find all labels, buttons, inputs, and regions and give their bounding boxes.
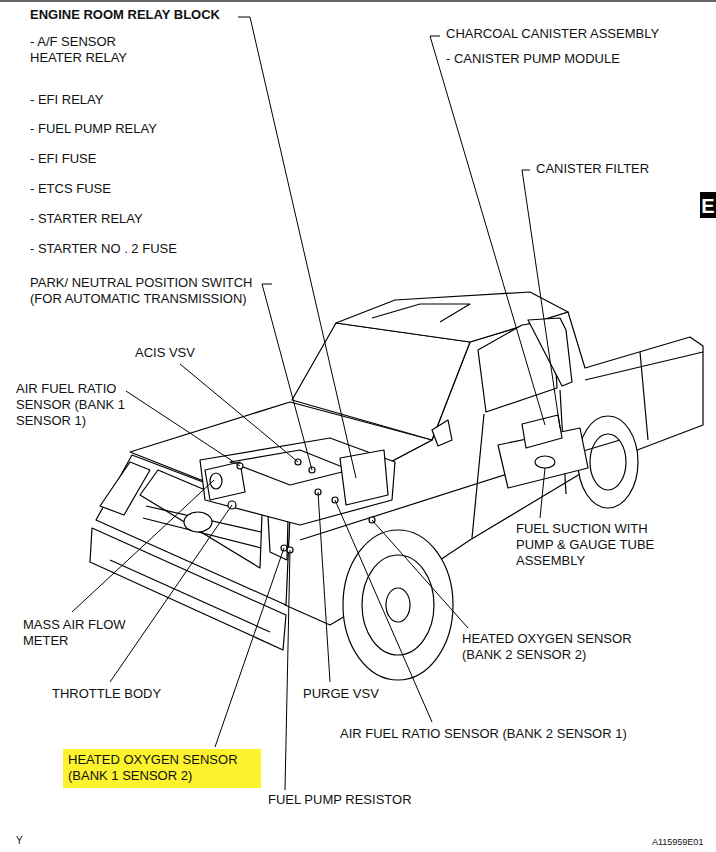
part-label: MASS AIR FLOW METER: [23, 617, 148, 649]
component-item: - EFI FUSE: [30, 151, 96, 167]
section-tab: E: [700, 192, 716, 218]
part-label: PURGE VSV: [303, 686, 379, 702]
part-label: AIR FUEL RATIO SENSOR (BANK 2 SENSOR 1): [340, 726, 627, 742]
part-label: FUEL SUCTION WITH PUMP & GAUGE TUBE ASSE…: [516, 521, 666, 569]
component-item: - CANISTER PUMP MODULE: [446, 51, 620, 67]
highlight-box: HEATED OXYGEN SENSOR (BANK 1 SENSOR 2): [63, 749, 261, 788]
part-label: AIR FUEL RATIO SENSOR (BANK 1 SENSOR 1): [16, 381, 134, 429]
part-label: PARK/ NEUTRAL POSITION SWITCH (FOR AUTOM…: [30, 275, 275, 307]
tab-letter: E: [700, 195, 716, 218]
part-label: ACIS VSV: [135, 345, 195, 361]
relay-block-label: ENGINE ROOM RELAY BLOCK: [30, 7, 220, 23]
component-item: - A/F SENSOR HEATER RELAY: [30, 34, 138, 66]
corner-mark: Y: [16, 834, 23, 847]
part-label: THROTTLE BODY: [52, 686, 161, 702]
top-rule: [0, 0, 716, 2]
component-item: - STARTER RELAY: [30, 211, 143, 227]
component-item: - STARTER NO . 2 FUSE: [30, 241, 177, 257]
part-label: FUEL PUMP RESISTOR: [268, 792, 412, 808]
component-item: - ETCS FUSE: [30, 181, 111, 197]
part-label: HEATED OXYGEN SENSOR (BANK 1 SENSOR 2): [68, 752, 254, 784]
truck-body: [90, 292, 703, 680]
component-item: - FUEL PUMP RELAY: [30, 121, 157, 137]
part-label: CANISTER FILTER: [536, 161, 649, 177]
part-label: HEATED OXYGEN SENSOR (BANK 2 SENSOR 2): [462, 631, 652, 663]
component-item: - EFI RELAY: [30, 92, 103, 108]
part-label: CHARCOAL CANISTER ASSEMBLY: [446, 26, 659, 42]
figure-code: A115959E01: [652, 836, 703, 848]
